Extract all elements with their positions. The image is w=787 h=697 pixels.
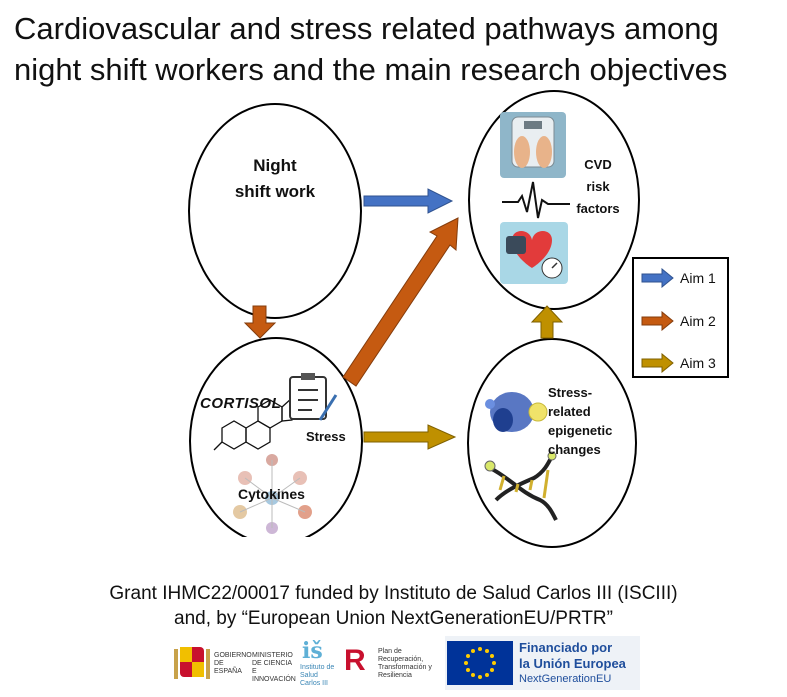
cytokines-label: Cytokines <box>238 486 305 502</box>
legend-arrow-aim1-icon <box>641 268 674 288</box>
epigenetic-line-1: Stress- <box>548 385 593 400</box>
cvd-label: CVD risk factors <box>568 154 628 220</box>
stress-label: Stress <box>306 429 346 444</box>
prtr-r-icon: R <box>344 644 366 677</box>
grant-line-2: and, by “European Union NextGenerationEU… <box>174 608 613 629</box>
isciii-text: Instituto de Salud Carlos III <box>300 664 335 687</box>
logo-eu: Financiado por la Unión Europea NextGene… <box>445 636 640 690</box>
eu-flag-icon <box>447 641 513 685</box>
scale-icon <box>500 112 566 178</box>
logo-gobierno: GOBIERNO DE ESPAÑA MINISTERIO DE CIENCIA… <box>170 638 296 688</box>
epigenetic-line-2: related <box>548 404 591 419</box>
title-line-1: Cardiovascular and stress related pathwa… <box>14 11 719 46</box>
eu-line-2: la Unión Europea <box>519 656 626 671</box>
cytokines-cells-icon <box>233 454 312 534</box>
plan-text: Plan de Recuperación, Transformación y R… <box>378 648 432 679</box>
spain-coat-of-arms-icon <box>174 647 210 679</box>
legend: Aim 1 Aim 2 Aim 3 <box>632 257 729 378</box>
arrow-aim2 <box>342 217 459 387</box>
arrow-up-cvd <box>530 305 564 339</box>
isciii-mark-icon: iš <box>302 638 323 664</box>
heartbeat-icon <box>502 181 570 219</box>
diagram-title: Cardiovascular and stress related pathwa… <box>14 8 774 90</box>
night-shift-label: Night shift work <box>205 153 345 205</box>
eu-line-3: NextGenerationEU <box>519 673 612 685</box>
epigenetic-line-3: epigenetic <box>548 423 613 438</box>
legend-arrow-aim3-icon <box>641 353 674 373</box>
ministerio-text: MINISTERIO DE CIENCIA E INNOVACIÓN <box>252 652 296 683</box>
logo-plan: R Plan de Recuperación, Transformación y… <box>342 642 442 688</box>
checklist-icon <box>289 373 338 421</box>
protein-structure-icon <box>485 392 548 432</box>
cortisol-label: CORTISOL <box>200 395 282 412</box>
legend-label-aim2: Aim 2 <box>680 313 716 329</box>
legend-arrow-aim2-icon <box>641 311 674 331</box>
gobierno-text: GOBIERNO DE ESPAÑA <box>214 652 252 675</box>
legend-item-aim1: Aim 1 <box>640 267 716 289</box>
logo-isciii: iš Instituto de Salud Carlos III <box>298 636 338 690</box>
cvd-line-3: factors <box>576 201 620 216</box>
legend-item-aim3: Aim 3 <box>640 352 716 374</box>
epigenetic-label: Stress- related epigenetic changes <box>548 383 612 459</box>
cvd-line-1: CVD <box>584 157 612 172</box>
dna-icon <box>484 451 558 521</box>
arrow-aim1 <box>363 188 454 214</box>
title-line-2: night shift workers and the main researc… <box>14 52 728 87</box>
eu-line-1: Financiado por <box>519 640 613 655</box>
night-shift-node <box>188 103 362 319</box>
night-shift-line-1: Night <box>253 156 297 175</box>
epigenetic-line-4: changes <box>548 442 601 457</box>
blood-pressure-icon <box>500 222 568 284</box>
legend-label-aim1: Aim 1 <box>680 270 716 286</box>
arrow-aim3 <box>363 424 457 450</box>
legend-item-aim2: Aim 2 <box>640 310 716 332</box>
cvd-line-2: risk <box>586 179 610 194</box>
grant-line-1: Grant IHMC22/00017 funded by Instituto d… <box>109 583 678 604</box>
arrow-down-stress <box>243 305 277 339</box>
stress-node <box>189 337 363 545</box>
night-shift-line-2: shift work <box>234 182 316 201</box>
legend-label-aim3: Aim 3 <box>680 355 716 371</box>
